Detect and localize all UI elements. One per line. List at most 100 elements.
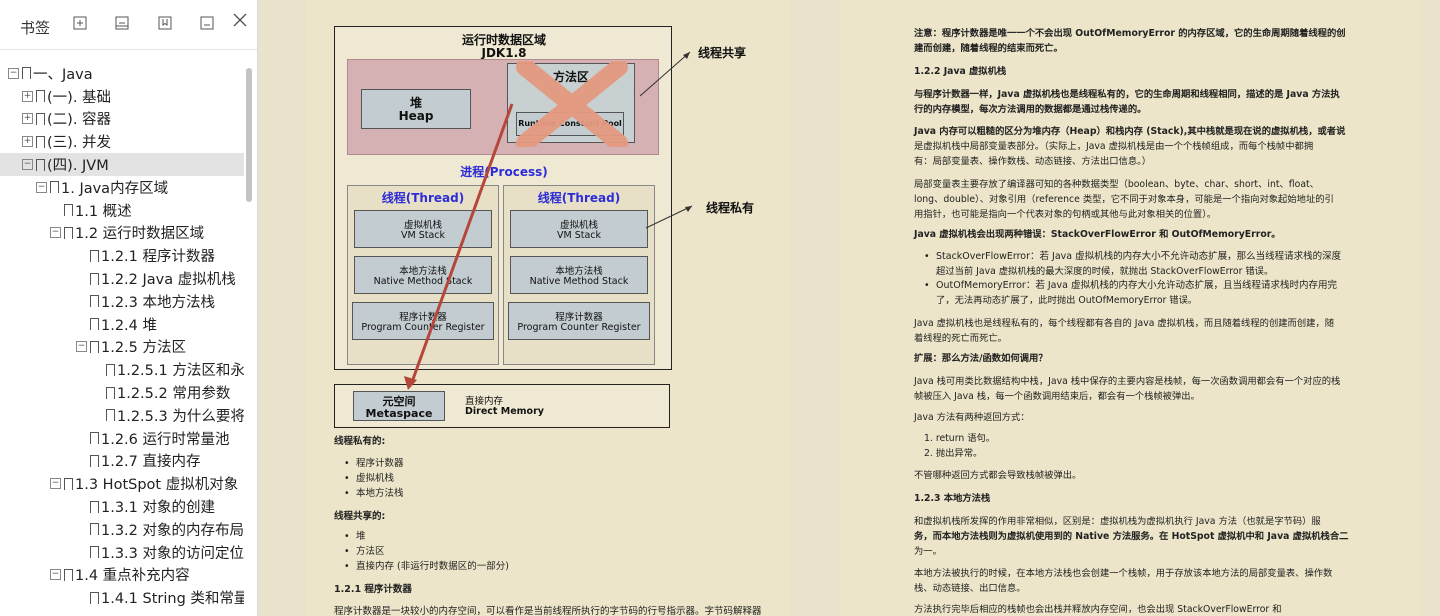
list-item: 堆 [345,530,366,544]
private-label: 线程私有 [706,201,755,215]
bookmark-item[interactable]: 1.2.5.3 为什么要将永 [0,404,244,427]
direct-en: Direct Memory [465,406,544,417]
bookmark-label: 1.2.5.2 常用参数 [117,386,231,403]
collapse-icon[interactable]: − [50,569,61,581]
body-line: 程序计数器是一块较小的内存空间，可以看作是当前线程所执行的字节码的行号指示器。字… [334,606,762,616]
body-line: 着线程的死亡而死亡。 [914,333,1007,344]
bookmark-item[interactable]: 1.2.5.1 方法区和永久 [0,358,244,381]
shared-title: 线程共享的: [334,511,386,522]
body-line: 局部变量表主要存放了编译器可知的各种数据类型（boolean、byte、char… [914,179,1319,190]
bookmark-item[interactable]: 1.2.5.2 常用参数 [0,381,244,404]
diagram-subtitle: JDK1.8 [481,46,527,60]
bookmark-item[interactable]: +(三). 并发 [0,130,244,153]
bookmark-label: 1.2 运行时数据区域 [75,226,205,243]
bookmark-item[interactable]: − 1.2 运行时数据区域 [0,222,244,245]
bookmark-item[interactable]: 1.4.1 String 类和常量 [0,586,244,609]
bookmark-item[interactable]: 1.2.2 Java 虚拟机栈 [0,267,244,290]
expand-icon[interactable]: + [22,136,33,148]
vm-stack-box: 虚拟机栈 VM Stack [510,210,648,248]
body-line: 有：局部变量表、操作数栈、动态链接、方法出口信息。） [914,156,1152,167]
bookmark-label: 1.2.5.3 为什么要将永 [117,408,244,425]
native-stack-box: 本地方法栈 Native Method Stack [510,256,648,294]
vm-en: VM Stack [400,230,446,241]
bookmark-icon [90,318,99,331]
bookmark-icon [36,135,45,148]
collapse-all-icon[interactable] [114,15,130,31]
bookmark-item[interactable]: 1.2.1 程序计数器 [0,244,244,267]
bookmark-item[interactable]: 1.3.3 对象的访问定位 [0,541,244,564]
vm-en: VM Stack [556,230,602,241]
body-line: 行的内存模型，每次方法调用的数据都是通过栈传递的。 [914,104,1147,115]
delete-bookmark-icon[interactable] [199,15,215,31]
bookmark-item[interactable]: 1.2.6 运行时常量池 [0,427,244,450]
bookmark-item[interactable]: 1.2.7 直接内存 [0,450,244,473]
private-title: 线程私有的: [334,436,386,447]
bookmark-label: 1.4 重点补充内容 [75,568,190,585]
rcp-label: Runtime Constant Pool [518,119,622,128]
bookmark-icon [90,249,99,262]
body-line: 帧被压入 Java 栈，每一个函数调用结束后，都会有一个栈帧被弹出。 [914,391,1200,402]
body-line: 扩展：那么方法/函数如何调用？ [914,353,1048,364]
bookmark-icon [64,226,73,239]
vm-stack-box: 虚拟机栈 VM Stack [354,210,492,248]
body-line: 栈、动态链接、出口信息。 [914,583,1026,594]
expand-icon[interactable]: + [22,113,33,125]
bookmark-item[interactable]: − 1.4 重点补充内容 [0,564,244,587]
bookmark-label: 1.2.6 运行时常量池 [101,431,230,448]
body-line: 了，无法再动态扩展了，此时抛出 OutOfMemoryError 错误。 [936,295,1198,306]
bookmark-label: 1.4.1 String 类和常量 [101,591,244,608]
diagram-title: 运行时数据区域 [461,33,546,47]
shared-label: 线程共享 [698,46,747,60]
pc-register-box: 程序计数器 Program Counter Register [352,302,494,340]
bookmark-item[interactable]: − 1. Java内存区域 [0,176,244,199]
nm-en: Native Method Stack [373,276,473,287]
bookmark-icon [106,409,115,422]
vm-cn: 虚拟机栈 [559,220,598,231]
bookmark-item[interactable]: −一、Java [0,62,244,85]
thread-label: 线程(Thread) [537,191,621,205]
sidebar-scrollbar[interactable] [246,68,252,202]
nm-en: Native Method Stack [529,276,629,287]
bookmark-item[interactable]: 1.1 概述 [0,199,244,222]
body-line: 务，而本地方法栈则为虚拟机使用到的 Native 方法服务。在 HotSpot … [914,531,1349,542]
collapse-icon[interactable]: − [50,227,61,239]
bookmark-item[interactable]: −1.2.5 方法区 [0,336,244,359]
bookmark-icon [90,546,99,559]
native-stack-box: 本地方法栈 Native Method Stack [354,256,492,294]
bookmark-item[interactable]: +(一). 基础 [0,85,244,108]
body-line: 与程序计数器一样，Java 虚拟机栈也是线程私有的，它的生命周期和线程相同，描述… [914,89,1340,100]
add-bookmark-icon[interactable] [157,15,173,31]
bookmark-item[interactable]: +(二). 容器 [0,108,244,131]
bookmark-icon [64,477,73,490]
bookmark-item[interactable]: −(四). JVM [0,153,244,176]
bookmark-item[interactable]: 1.2.3 本地方法栈 [0,290,244,313]
bookmark-item[interactable]: 1.3.1 对象的创建 [0,495,244,518]
note-line: 注意：程序计数器是唯一一个不会出现 OutOfMemoryError 的内存区域… [914,28,1346,39]
collapse-icon[interactable]: − [22,159,33,171]
body-line: 方法执行完毕后相应的栈帧也会出栈并释放内存空间，也会出现 StackOverFl… [914,604,1282,615]
section-heading: 1.2.2 Java 虚拟机栈 [914,66,1007,77]
bookmark-icon [22,67,31,80]
body-line: Java 内存可以粗糙的区分为堆内存（Heap）和栈内存 (Stack),其中栈… [914,126,1346,137]
collapse-icon[interactable]: − [50,478,61,490]
collapse-icon[interactable]: − [76,341,87,353]
collapse-icon[interactable]: − [36,181,47,193]
list-item: 2. 抛出异常。 [924,448,983,459]
process-label: 进程(Process) [460,165,548,179]
expand-all-icon[interactable] [72,15,88,31]
expand-icon[interactable]: + [22,90,33,102]
bookmark-icon [90,454,99,467]
bookmark-item[interactable]: −1.3 HotSpot 虚拟机对象 [0,472,244,495]
bookmark-label: 1.2.3 本地方法栈 [101,294,216,311]
heap-en: Heap [398,109,434,123]
collapse-icon[interactable]: − [8,67,19,79]
thread-label: 线程(Thread) [381,191,465,205]
list-item: 本地方法栈 [344,487,403,501]
bookmark-tree: −一、Java+(一). 基础+(二). 容器+(三). 并发−(四). JVM… [0,62,244,609]
bookmark-item[interactable]: 1.3.2 对象的内存布局 [0,518,244,541]
close-icon[interactable] [232,12,248,28]
bookmark-label: 1. Java内存区域 [61,180,169,197]
deprecated-cross-icon [516,61,628,147]
pdf-page-right [840,0,1420,616]
bookmark-item[interactable]: 1.2.4 堆 [0,313,244,336]
